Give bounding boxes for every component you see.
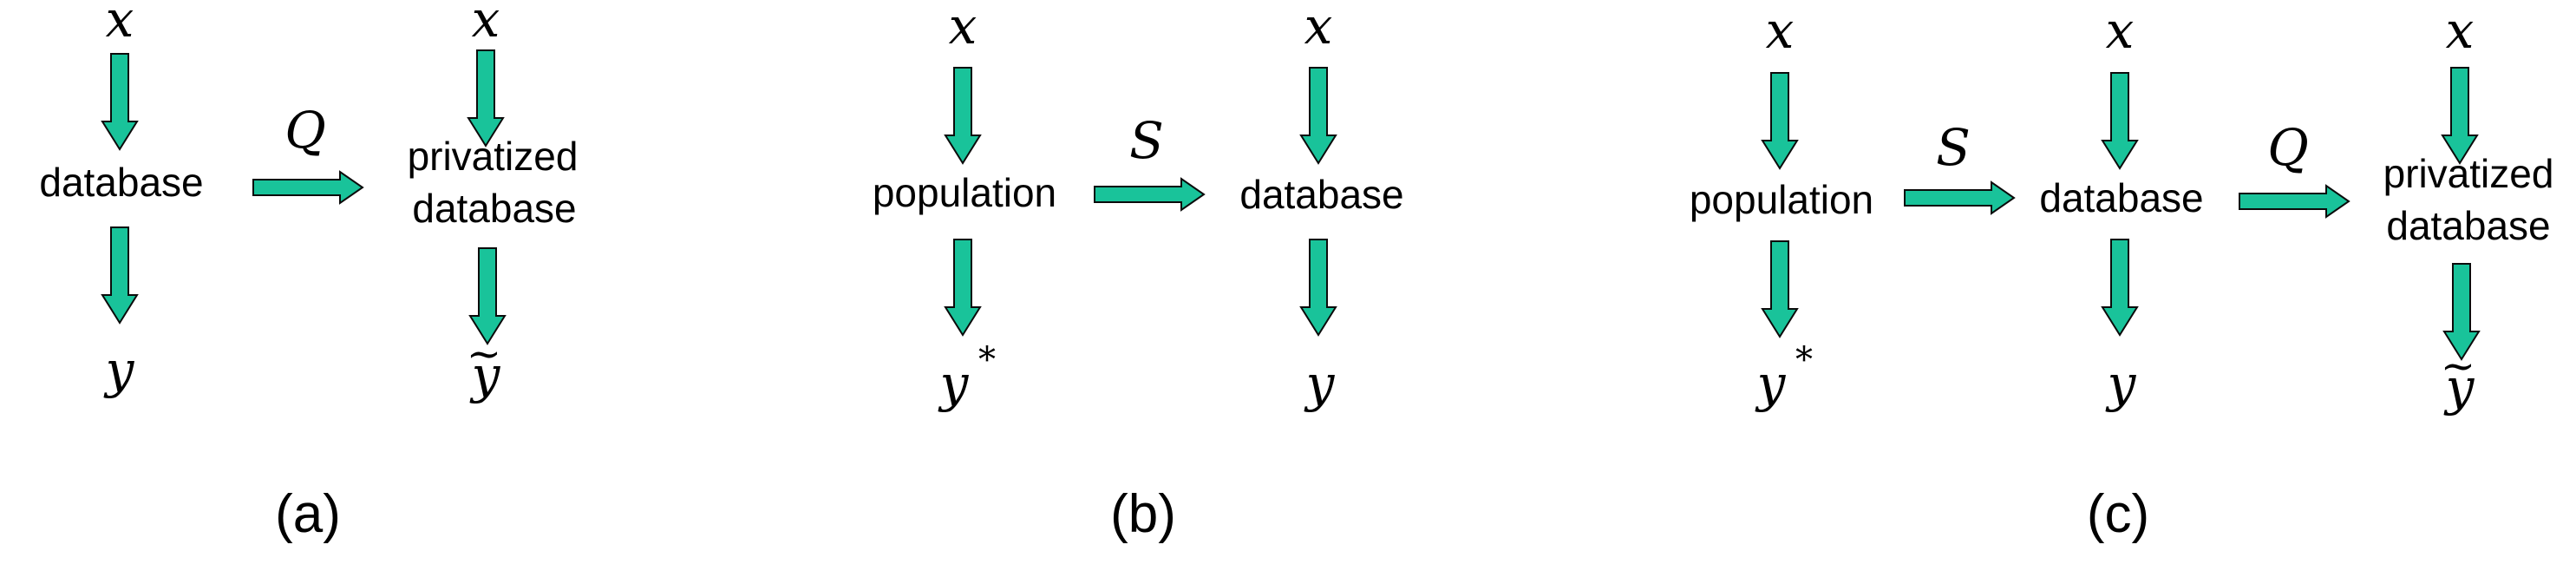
panel-c-arrow-x-to-population bbox=[1762, 72, 1798, 169]
panel-a-Q-operator-label: Q bbox=[284, 101, 326, 160]
panel-c-x-input-3: x bbox=[2446, 1, 2475, 60]
panel-c-Q-operator-label: Q bbox=[2267, 118, 2309, 177]
panel-a-arrow-x-to-database bbox=[101, 53, 138, 150]
panel-c-arrow-S bbox=[1904, 181, 2015, 214]
panel-b-arrow-x-to-database bbox=[1300, 67, 1337, 164]
panel-c-arrow-population-to-ystar bbox=[1762, 240, 1798, 338]
panel-a-arrow-x-to-privatized bbox=[467, 49, 504, 147]
panel-c-arrow-x-to-privatized bbox=[2442, 67, 2478, 164]
panel-b-x-input-1: x bbox=[949, 0, 977, 56]
panel-c-privatized-line-1: privatized bbox=[2383, 151, 2554, 196]
panel-c-caption: (c) bbox=[2087, 484, 2149, 544]
panel-b-y-output: y bbox=[1304, 354, 1336, 413]
panel-b-x-input-2: x bbox=[1304, 0, 1333, 56]
panel-a-arrow-Q bbox=[252, 171, 363, 204]
panel-c-privatized-line-2: database bbox=[2386, 203, 2550, 248]
panel-b: x population y * S x database y (b) bbox=[873, 0, 1404, 544]
panel-c-population-node: population bbox=[1690, 177, 1873, 222]
panel-b-S-operator-label: S bbox=[1129, 111, 1164, 170]
panel-c-x-input-1: x bbox=[1766, 1, 1795, 60]
panel-a-y-output: y bbox=[103, 340, 135, 399]
panel-c-y-tilde-output: y bbox=[2443, 358, 2475, 417]
panel-c-database-node: database bbox=[2039, 175, 2203, 220]
panel-a-tilde-mark: ~ bbox=[467, 330, 501, 378]
panel-c-arrow-database-to-y bbox=[2102, 239, 2138, 336]
panel-b-arrow-x-to-population bbox=[945, 67, 981, 164]
panel-c-S-operator-label: S bbox=[1936, 118, 1971, 177]
panel-a-database-node: database bbox=[39, 160, 203, 205]
panel-b-database-node: database bbox=[1239, 172, 1403, 217]
panel-c-star-superscript: * bbox=[1795, 340, 1813, 380]
panel-a-x-input-2: x bbox=[472, 0, 500, 49]
panel-b-arrow-population-to-ystar bbox=[945, 239, 981, 336]
panel-c-tilde-mark: ~ bbox=[2441, 342, 2475, 390]
panel-a-privatized-line-2: database bbox=[412, 186, 576, 231]
panel-b-arrow-S bbox=[1094, 178, 1205, 211]
panel-c-y-output: y bbox=[2105, 354, 2137, 413]
panel-a: x database y Q x privatized database ~ y… bbox=[39, 0, 578, 544]
panel-c-arrow-x-to-database bbox=[2102, 72, 2138, 169]
panel-a-arrow-database-to-y bbox=[101, 226, 138, 324]
panel-c: x population y * S x database y Q x priv… bbox=[1690, 1, 2554, 544]
panel-a-privatized-line-1: privatized bbox=[408, 134, 579, 179]
panel-a-y-tilde-output: y bbox=[469, 345, 501, 404]
panel-a-x-input-1: x bbox=[106, 0, 134, 49]
panel-a-caption: (a) bbox=[275, 484, 341, 544]
panel-b-y-star-output: y bbox=[938, 354, 970, 413]
panel-c-y-star-output: y bbox=[1755, 354, 1787, 413]
panel-b-caption: (b) bbox=[1110, 484, 1176, 544]
panel-b-star-superscript: * bbox=[978, 340, 996, 380]
panel-c-arrow-Q bbox=[2239, 185, 2350, 218]
panel-b-population-node: population bbox=[873, 170, 1056, 215]
panel-b-arrow-database-to-y bbox=[1300, 239, 1337, 336]
panel-c-x-input-2: x bbox=[2106, 1, 2135, 60]
